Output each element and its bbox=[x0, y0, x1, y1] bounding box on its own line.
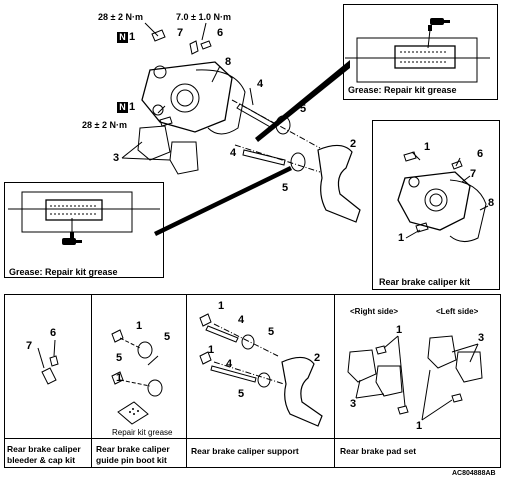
guide-callout-5-mid: 5 bbox=[116, 352, 123, 364]
inset-caliper-kit: Rear brake caliper kit bbox=[372, 120, 500, 290]
callout-1-top: 1 bbox=[129, 31, 136, 43]
grease-label-left: Grease: Repair kit grease bbox=[9, 267, 118, 277]
bleeder-callout-6: 6 bbox=[50, 327, 57, 339]
guide-label: Rear brake caliper guide pin boot kit bbox=[96, 444, 170, 466]
guide-label-line2: guide pin boot kit bbox=[96, 455, 167, 465]
column-divider-3 bbox=[334, 294, 335, 468]
support-callout-2: 2 bbox=[314, 352, 321, 364]
kit-callout-1-top: 1 bbox=[424, 141, 431, 153]
kit-callout-1-bottom: 1 bbox=[398, 232, 405, 244]
guide-label-line1: Rear brake caliper bbox=[96, 444, 170, 454]
bleeder-label: Rear brake caliper bleeder & cap kit bbox=[7, 444, 81, 466]
support-callout-5-top: 5 bbox=[268, 326, 275, 338]
guide-callout-1-top: 1 bbox=[136, 320, 143, 332]
pad-callout-3-right: 3 bbox=[478, 332, 485, 344]
callout-2: 2 bbox=[350, 138, 357, 150]
guide-callout-1-mid: 1 bbox=[116, 372, 123, 384]
pad-callout-1-bottom: 1 bbox=[416, 420, 423, 432]
torque-label-top-right: 7.0 ± 1.0 N·m bbox=[176, 12, 231, 22]
row-divider bbox=[4, 438, 501, 439]
grease-label-top: Grease: Repair kit grease bbox=[348, 85, 457, 95]
torque-label-top-left: 28 ± 2 N·m bbox=[98, 12, 143, 22]
torque-label-mid-left: 28 ± 2 N·m bbox=[82, 120, 127, 130]
callout-5-top: 5 bbox=[300, 103, 307, 115]
callout-7: 7 bbox=[177, 27, 184, 39]
pad-callout-1-top: 1 bbox=[396, 324, 403, 336]
support-callout-1-low: 1 bbox=[208, 344, 215, 356]
kit-callout-7: 7 bbox=[470, 168, 477, 180]
bleeder-label-line1: Rear brake caliper bbox=[7, 444, 81, 454]
callout-1-mid: 1 bbox=[129, 101, 136, 113]
column-divider-1 bbox=[91, 294, 92, 468]
bleeder-callout-7: 7 bbox=[26, 340, 33, 352]
callout-3: 3 bbox=[113, 152, 120, 164]
kit-table bbox=[4, 294, 501, 468]
support-callout-4-top: 4 bbox=[238, 314, 245, 326]
callout-8: 8 bbox=[225, 56, 232, 68]
bleeder-label-line2: bleeder & cap kit bbox=[7, 455, 76, 465]
column-divider-2 bbox=[186, 294, 187, 468]
pad-callout-3-left: 3 bbox=[350, 398, 357, 410]
support-callout-5-low: 5 bbox=[238, 388, 245, 400]
inset-grease-left: Grease: Repair kit grease bbox=[4, 182, 164, 278]
right-side-label: <Right side> bbox=[350, 307, 399, 316]
n-badge-mid: N bbox=[117, 102, 128, 113]
kit-callout-6: 6 bbox=[477, 148, 484, 160]
figure-code: AC804888AB bbox=[452, 470, 496, 477]
guide-callout-5-top: 5 bbox=[164, 331, 171, 343]
callout-4-top: 4 bbox=[257, 78, 264, 90]
callout-6: 6 bbox=[217, 27, 224, 39]
inset-grease-top: Grease: Repair kit grease bbox=[343, 4, 498, 100]
support-callout-4-low: 4 bbox=[226, 358, 233, 370]
n-badge-top: N bbox=[117, 32, 128, 43]
pad-label: Rear brake pad set bbox=[340, 446, 417, 456]
caliper-kit-label: Rear brake caliper kit bbox=[379, 277, 471, 287]
kit-callout-8: 8 bbox=[488, 197, 495, 209]
support-label: Rear brake caliper support bbox=[191, 446, 299, 456]
left-side-label: <Left side> bbox=[436, 307, 479, 316]
callout-5-low: 5 bbox=[282, 182, 289, 194]
callout-4-low: 4 bbox=[230, 147, 237, 159]
repair-kit-grease-label: Repair kit grease bbox=[112, 428, 173, 437]
support-callout-1-top: 1 bbox=[218, 300, 225, 312]
